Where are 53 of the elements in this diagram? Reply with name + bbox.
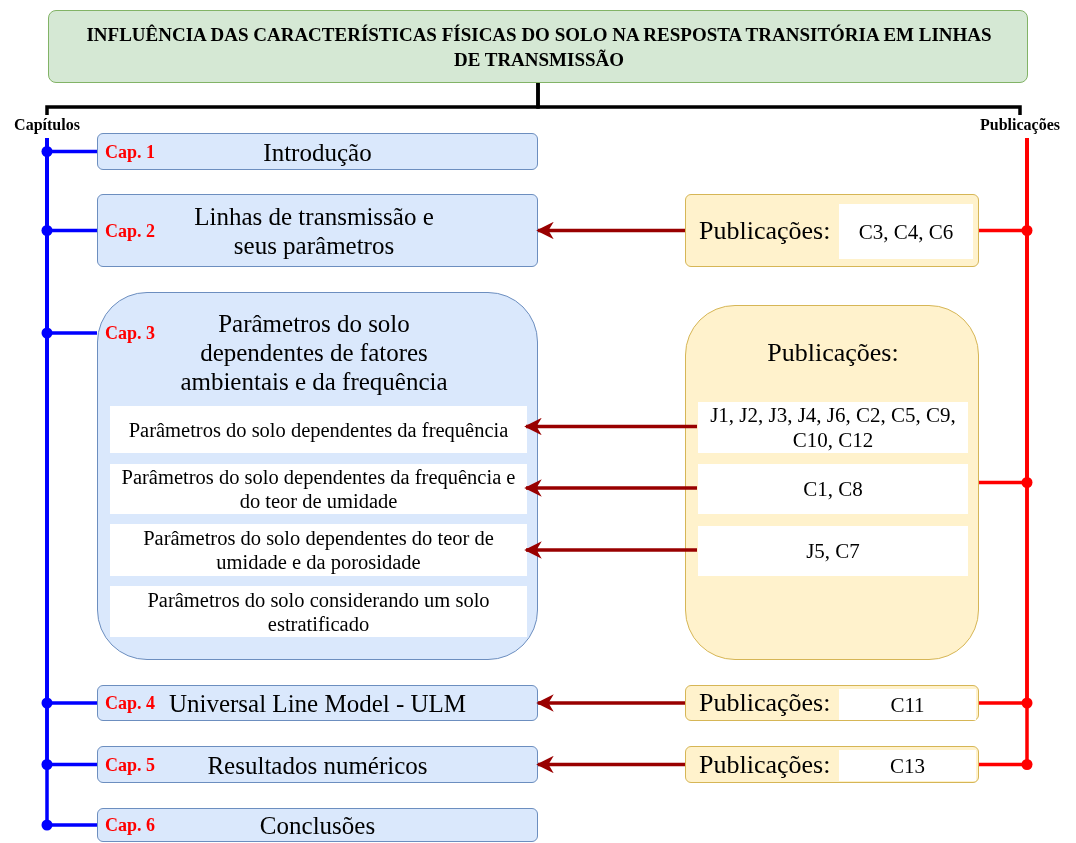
chapter-number: Cap. 4 [105,692,156,714]
publications-box [685,305,979,660]
publication-list: C11 [841,692,974,717]
publication-list: J1, J2, J3, J4, J6, C2, C5, C9, C10, C12 [700,402,966,453]
publication-list: C3, C4, C6 [841,219,971,244]
chapter-box [97,685,538,721]
arrow [536,221,685,240]
chapter-title: Universal Line Model - ULM [167,688,468,718]
publication-list-box [839,204,973,259]
arrow [524,417,697,436]
chapter-number: Cap. 6 [105,814,156,836]
heading-text: INFLUÊNCIA DAS CARACTERÍSTICAS FÍSICAS DO SOLO NA RESPOSTA TRANSITÓRIA EM LINHAS DE TRANSMISSÃO [85,22,993,72]
publications-label: Publicações: [699,749,832,780]
publications-box [685,194,979,267]
publication-list: J5, C7 [700,538,966,564]
publications-label: Publicações: [699,215,832,246]
chapter-box [97,133,538,170]
topic-box [110,406,527,453]
topic-box [110,524,527,576]
chapter-title: Introdução [262,137,373,166]
chapter-number: Cap. 1 [105,141,156,162]
publication-list-box [698,464,968,514]
chapter-number: Cap. 3 [105,323,156,344]
topic-text: Parâmetros do solo dependentes da frequência [127,417,510,442]
chapter-box [97,746,538,783]
connector-line [536,83,1022,115]
arrow [524,479,697,497]
publications-box [685,685,979,721]
chapter-box [97,808,538,842]
topic-text: Parâmetros do solo considerando um solo estratificado [146,587,491,636]
topic-text: Parâmetros do solo dependentes da frequência e do teor de umidade [120,465,517,513]
chapter-title: Resultados numéricos [206,750,429,779]
chapter-number: Cap. 2 [105,220,156,241]
publication-list-box [698,526,968,576]
chapter-box [97,292,538,660]
topic-box [110,586,527,637]
chapter-title: Conclusões [258,810,377,840]
chapter-title: Parâmetros do solo dependentes de fatores ambientais e da frequência [179,309,449,396]
publications-label: Publicações: [699,688,832,718]
publications-label: Publicações: [766,338,900,368]
chapter-number: Cap. 5 [105,754,156,775]
arrow [524,541,697,559]
publication-list: C13 [841,753,974,778]
publications-box [685,746,979,783]
column-heading: Publicações [979,116,1061,134]
title-box [48,10,1028,83]
chapter-box [97,194,538,267]
chapter-title: Linhas de transmissão e seus parâmetros [193,201,435,260]
arrow [536,694,685,712]
column-heading: Capítulos [13,116,81,134]
arrow [536,755,685,774]
topic-text: Parâmetros do solo dependentes do teor de umidade e da porosidade [142,526,495,574]
publication-list: C1, C8 [700,476,966,502]
